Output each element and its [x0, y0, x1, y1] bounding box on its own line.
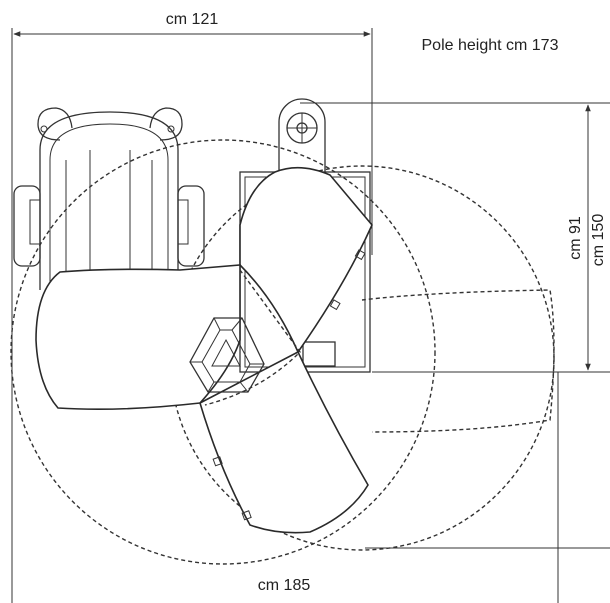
- triangular-hub: [189, 317, 265, 393]
- width-bottom-label: cm 185: [258, 577, 311, 594]
- vehicle-illustration: [13, 107, 205, 292]
- dimension-width-top: [11, 28, 373, 603]
- rotating-seat-arms: [35, 166, 555, 534]
- depth-inner-label: cm 91: [567, 216, 584, 260]
- width-top-label: cm 121: [166, 11, 219, 28]
- pole-height-label: Pole height cm 173: [422, 37, 559, 54]
- dimension-depth-right: [300, 102, 610, 603]
- pole-base: [278, 98, 326, 172]
- depth-outer-label: cm 150: [590, 214, 607, 267]
